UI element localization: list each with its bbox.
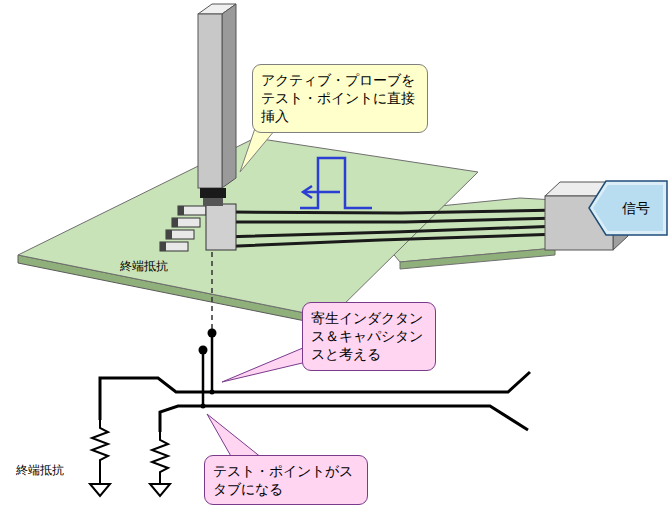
callout-box: 寄生インダクタンス＆キャパシタンスと考える — [302, 302, 436, 371]
chip-terminal — [172, 218, 178, 227]
signal-arrow: 信号 — [588, 180, 668, 236]
traces — [214, 210, 560, 247]
callout-pointer — [207, 414, 262, 458]
probe-tip — [203, 198, 223, 206]
stub — [202, 350, 205, 406]
callout-box: テスト・ポイントがスタブになる — [204, 455, 368, 505]
test-point-dot — [208, 329, 217, 338]
chip-resistor — [166, 230, 194, 239]
node-text: アクティブ・プローブをテスト・ポイントに直接挿入 — [261, 71, 419, 126]
stub — [211, 334, 214, 392]
part-label: 終端抵抗 — [120, 258, 168, 275]
pcb-board — [18, 138, 478, 318]
pulse-symbol — [300, 158, 372, 208]
chip-resistor — [178, 206, 206, 215]
schematic-resistors — [90, 420, 170, 496]
chip-terminal — [160, 242, 166, 251]
ground-symbol — [90, 484, 110, 496]
node-text: テスト・ポイントがスタブになる — [213, 462, 359, 498]
projection-line — [211, 252, 213, 330]
node-text: 信号 — [622, 199, 650, 217]
active-probe — [198, 4, 236, 206]
resistor-symbol — [152, 432, 168, 484]
trace — [214, 234, 560, 247]
test-point-dot — [199, 346, 208, 355]
pulse-arrowhead — [303, 186, 312, 198]
schematic — [100, 372, 530, 432]
chip-terminal — [166, 230, 172, 239]
pulse — [300, 158, 372, 208]
pulse-arrow — [304, 191, 340, 194]
probe-tip — [200, 188, 226, 198]
arrow-outline — [589, 181, 667, 235]
chip-resistors — [160, 204, 236, 251]
chip-resistor — [160, 242, 188, 251]
stubs — [203, 334, 212, 406]
node-text: 寄生インダクタンス＆キャパシタンスと考える — [311, 309, 427, 364]
resistor-symbol — [92, 420, 108, 484]
junction-dot — [201, 404, 206, 409]
probe-body — [198, 14, 222, 188]
ground-symbol — [150, 484, 170, 496]
callout-box: アクティブ・プローブをテスト・ポイントに直接挿入 — [252, 64, 428, 133]
trace — [236, 218, 560, 222]
signal-line — [100, 372, 530, 420]
probe-side — [222, 4, 236, 188]
test-point-socket — [206, 204, 236, 250]
arrow-face — [593, 185, 663, 231]
board-strip-edge — [400, 248, 555, 269]
trace — [232, 210, 560, 213]
chip-resistor — [172, 218, 200, 227]
junction-dot — [210, 390, 215, 395]
part-label: 終端抵抗 — [16, 462, 64, 479]
chip-terminal — [178, 206, 184, 215]
